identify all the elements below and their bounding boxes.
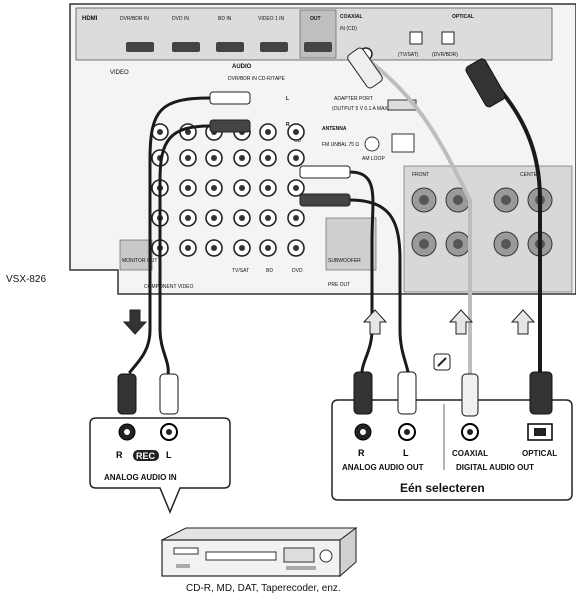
optical-out-label: OPTICAL (522, 449, 557, 458)
coaxial-plug (347, 47, 383, 89)
subwoofer-label: SUBWOOFER (328, 258, 361, 264)
audio-label: AUDIO (232, 64, 252, 70)
front-label: FRONT (412, 172, 429, 178)
rca-plug-white (159, 373, 179, 415)
device-display (283, 547, 315, 563)
rca-plug-black (117, 373, 137, 415)
bottom-jack-label: BD (266, 268, 273, 274)
speaker-terminals (411, 187, 553, 257)
volume-knob (319, 549, 333, 563)
preout-label: PRE OUT (328, 282, 350, 288)
rca-plug-white (397, 371, 417, 415)
model-label: VSX-826 (6, 274, 46, 285)
rca-plug-white (209, 91, 251, 105)
analog-in-title: ANALOG AUDIO IN (104, 473, 177, 482)
bottom-jack-label: DVD (292, 268, 303, 274)
hdmi-input-label: BD IN (218, 16, 232, 22)
receiver-side-plugs (209, 47, 506, 207)
antenna-fm: FM UNBAL 75 Ω (322, 142, 359, 148)
rca-plug-white (299, 165, 351, 179)
adapter-sub: (OUTPUT 5 V 0.1 A MAX) (332, 106, 390, 112)
arrow-up-icon (448, 309, 474, 335)
rca-jack-grid (151, 123, 305, 257)
arrow-up-icon (510, 309, 536, 335)
hdmi-port (216, 42, 244, 52)
component-label: COMPONENT VIDEO (144, 284, 193, 290)
optical-jack (441, 31, 455, 45)
optical-jack (409, 31, 423, 45)
hdmi-label: HDMI (82, 16, 98, 22)
analog-in-l-label: L (166, 450, 172, 460)
antenna-am: AM LOOP (362, 156, 385, 162)
optical-sub: (TV/SAT) (398, 52, 419, 58)
select-one-label: Eén selecteren (400, 481, 485, 495)
center-label: CENTER (520, 172, 541, 178)
coaxial-out-label: COAXIAL (452, 449, 488, 458)
hdmi-ports: DVR/BDR IN DVD IN BD IN VIDEO 1 IN OUT (120, 9, 337, 59)
hdmi-input-label: DVD IN (172, 16, 189, 22)
analog-out-r-label: R (358, 448, 365, 458)
optical-plug (465, 58, 506, 108)
am-antenna-terminal (391, 133, 415, 153)
disc-tray (205, 551, 277, 561)
arrow-up-icon (362, 309, 388, 335)
receiver-rear-panel: HDMI DVR/BDR IN DVD IN BD IN VIDEO 1 IN … (69, 3, 576, 295)
speaker-terminal-block (403, 165, 573, 293)
receiver-r-label: L (286, 96, 289, 102)
hdmi-out-port (304, 42, 332, 52)
receiver-l-label: R (286, 122, 290, 128)
cd-recorder-device (161, 527, 358, 578)
cables (128, 58, 542, 376)
hdmi-port (126, 42, 154, 52)
adapter-label: ADAPTER PORT (334, 96, 373, 102)
audio-sub: DVR/BDR IN CD-R/TAPE (228, 76, 286, 82)
optical-sub: (DVR/BDR) (432, 52, 458, 58)
analog-out-title: ANALOG AUDIO OUT (342, 463, 424, 472)
optical-plug (529, 371, 553, 415)
analog-out-l-label: L (403, 448, 409, 458)
hdmi-input-label: VIDEO 1 IN (258, 16, 285, 22)
antenna-label: ANTENNA (322, 126, 347, 132)
coaxial-plug (461, 373, 479, 417)
coaxial-sub: IN (CD) (340, 26, 357, 32)
analog-audio-in-panel: R REC L ANALOG AUDIO IN (89, 373, 231, 514)
fm-antenna-jack (364, 136, 380, 152)
hdmi-out-label: OUT (310, 16, 321, 22)
monitor-out-label: MONITOR OUT (122, 258, 157, 264)
hdmi-input-label: DVR/BDR IN (120, 16, 149, 22)
hdmi-port (260, 42, 288, 52)
rca-plug-black (353, 371, 373, 415)
note-icon (433, 353, 451, 371)
signal-arrows (122, 309, 536, 335)
video-label: VIDEO (110, 70, 129, 76)
output-panel: R L ANALOG AUDIO OUT COAXIAL OPTICAL DIG… (331, 353, 573, 501)
bottom-jack-label: TV/SAT (232, 268, 249, 274)
optical-label: OPTICAL (452, 14, 474, 20)
hdmi-port (172, 42, 200, 52)
arrow-down-icon (122, 309, 148, 335)
digital-out-title: DIGITAL AUDIO OUT (456, 463, 534, 472)
rca-plug-black (299, 193, 351, 207)
source-device-caption: CD-R, MD, DAT, Taperecoder, enz. (186, 583, 341, 594)
analog-in-r-label: R (116, 450, 123, 460)
coaxial-label: COAXIAL (340, 14, 363, 20)
rec-badge (133, 450, 159, 461)
rca-plug-black (209, 119, 251, 133)
cd-label: CD (294, 138, 302, 144)
rec-badge-label: REC (136, 451, 156, 461)
